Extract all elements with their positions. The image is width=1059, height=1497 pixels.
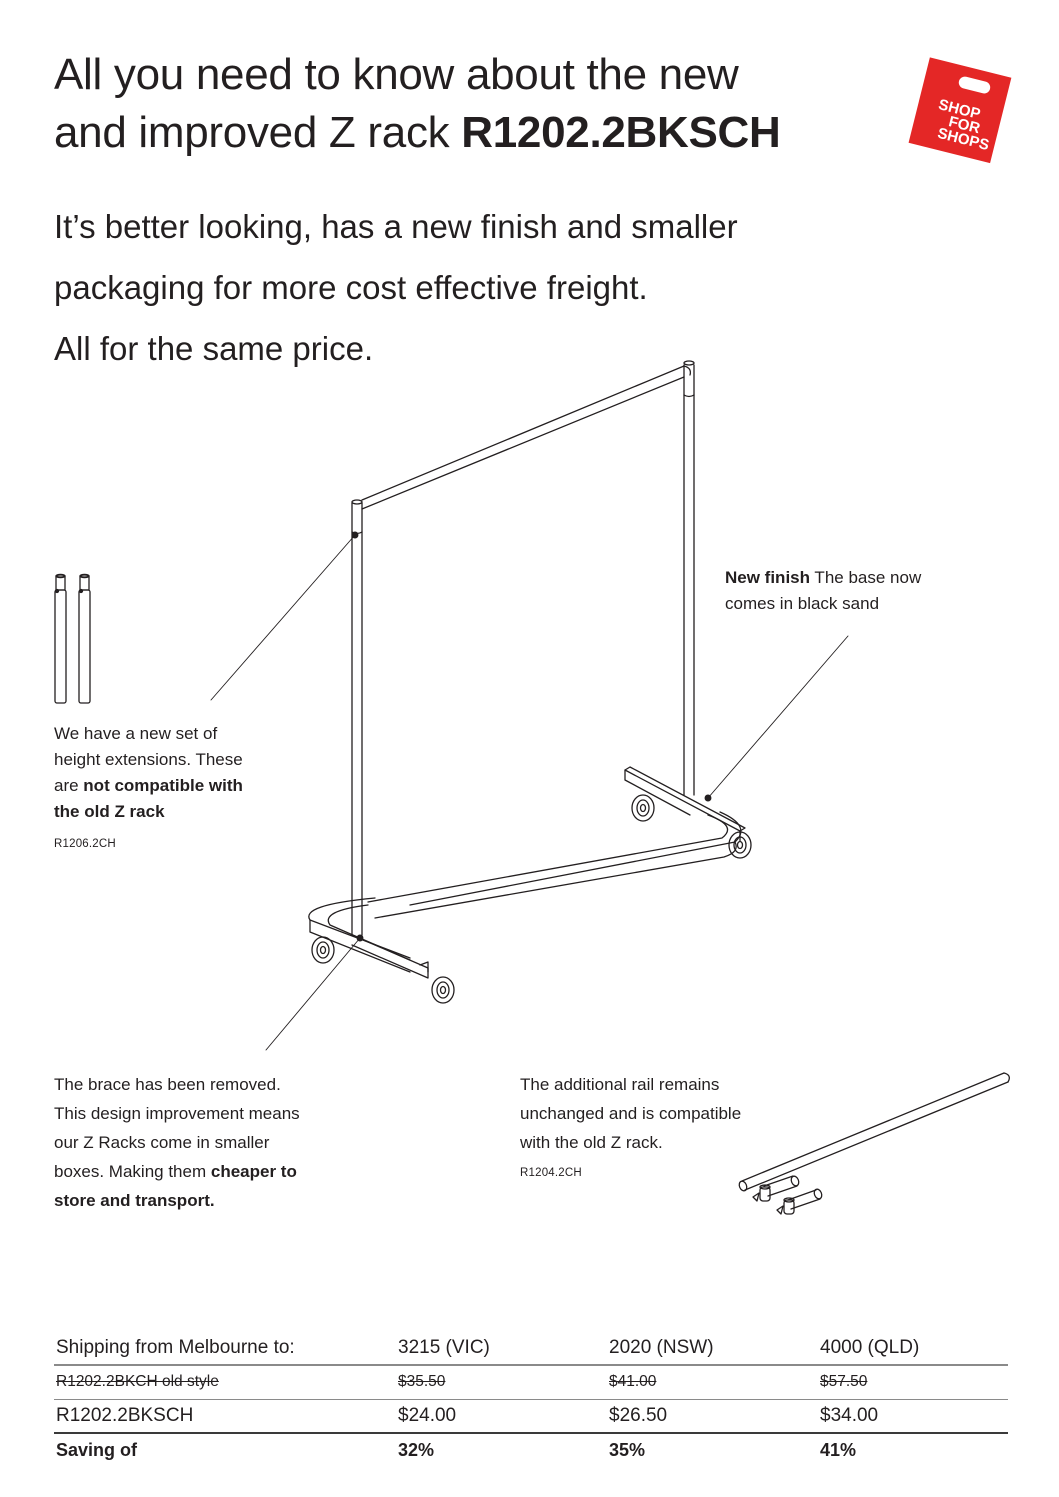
callout-text: This design improvement means	[54, 1104, 300, 1123]
callout-text: We have a new set of	[54, 724, 218, 743]
subheading: It’s better looking, has a new finish an…	[54, 196, 874, 379]
table-row: R1202.2BKCH old style $35.50 $41.00 $57.…	[54, 1365, 1008, 1400]
headline-line-2-text: and improved Z rack	[54, 108, 462, 157]
callout-text-emphasis: New finish	[725, 568, 811, 587]
callout-height-extensions: We have a new set of height extensions. …	[54, 721, 314, 857]
callout-text: The additional rail remains	[520, 1075, 720, 1094]
callout-text-emphasis: store and transport.	[54, 1191, 215, 1210]
shipping-cost-table: Shipping from Melbourne to: 3215 (VIC) 2…	[54, 1331, 1008, 1467]
callout-text-regular: boxes. Making them	[54, 1162, 211, 1181]
callout-additional-rail: The additional rail remains unchanged an…	[520, 1070, 820, 1188]
table-cell: $26.50	[607, 1399, 818, 1434]
table-cell: $24.00	[396, 1399, 607, 1434]
product-code: R1202.2BKSCH	[461, 108, 781, 157]
shop-for-shops-logo: SHOP FOR SHOPS	[904, 56, 1014, 164]
callout-text-regular: The base now	[810, 568, 922, 587]
caster-wheel-icon	[311, 936, 335, 964]
caster-wheel-icon	[431, 976, 455, 1004]
page-title: All you need to know about the new and i…	[54, 46, 874, 162]
table-row: Saving of 32% 35% 41%	[54, 1433, 1008, 1467]
row-label: R1202.2BKCH old style	[54, 1365, 396, 1400]
headline-line-1: All you need to know about the new	[54, 50, 739, 99]
height-extensions-icon	[54, 573, 91, 704]
subhead-line-3: All for the same price.	[54, 330, 374, 367]
callout-text-emphasis: the old Z rack	[54, 802, 165, 821]
callout-text: New finish The base now	[725, 565, 1005, 591]
callout-text: height extensions. These	[54, 750, 243, 769]
callout-text: boxes. Making them cheaper to	[54, 1157, 374, 1186]
table-cell: 35%	[609, 1440, 646, 1460]
callout-text: are not compatible with	[54, 773, 314, 799]
callout-brace-removed: The brace has been removed. This design …	[54, 1070, 374, 1215]
callout-new-finish: New finish The base now comes in black s…	[725, 565, 1005, 617]
table-cell: $41.00	[607, 1365, 818, 1400]
callout-text: with the old Z rack.	[520, 1133, 663, 1152]
table-cell: $35.50	[396, 1365, 607, 1400]
column-header: 2020 (NSW)	[607, 1331, 818, 1366]
table-cell: $34.00	[818, 1399, 1008, 1434]
row-label: Saving of	[56, 1440, 138, 1460]
table-cell: 32%	[398, 1440, 435, 1460]
callout-text: The brace has been removed.	[54, 1075, 281, 1094]
sku-label: R1204.2CH	[520, 1167, 582, 1179]
column-header: 4000 (QLD)	[818, 1331, 1008, 1366]
callout-text-regular: are	[54, 776, 84, 795]
table-cell: 41%	[820, 1440, 857, 1460]
subhead-line-2: packaging for more cost effective freigh…	[54, 269, 648, 306]
subhead-line-1: It’s better looking, has a new finish an…	[54, 208, 738, 245]
callout-text: comes in black sand	[725, 594, 880, 613]
column-header: 3215 (VIC)	[396, 1331, 607, 1366]
callout-text-emphasis: cheaper to	[210, 1162, 297, 1181]
callout-text: our Z Racks come in smaller	[54, 1133, 270, 1152]
table-row: R1202.2BKSCH $24.00 $26.50 $34.00	[54, 1399, 1008, 1434]
shopping-bag-icon: SHOP FOR SHOPS	[908, 57, 1012, 164]
column-header: Shipping from Melbourne to:	[54, 1331, 396, 1366]
callout-text: the old Z rack	[54, 799, 314, 825]
z-rack-frame	[308, 360, 752, 1004]
sku-label: R1206.2CH	[54, 838, 116, 850]
row-label: R1202.2BKSCH	[54, 1399, 396, 1434]
headline-line-2: and improved Z rack R1202.2BKSCH	[54, 104, 874, 162]
caster-wheel-icon	[728, 831, 752, 859]
caster-wheel-icon	[631, 794, 655, 822]
callout-text: unchanged and is compatible	[520, 1104, 742, 1123]
callout-text: store and transport.	[54, 1186, 374, 1215]
table-header-row: Shipping from Melbourne to: 3215 (VIC) 2…	[54, 1331, 1008, 1366]
callout-text-emphasis: not compatible with	[83, 776, 243, 795]
table-cell: $57.50	[818, 1365, 1008, 1400]
